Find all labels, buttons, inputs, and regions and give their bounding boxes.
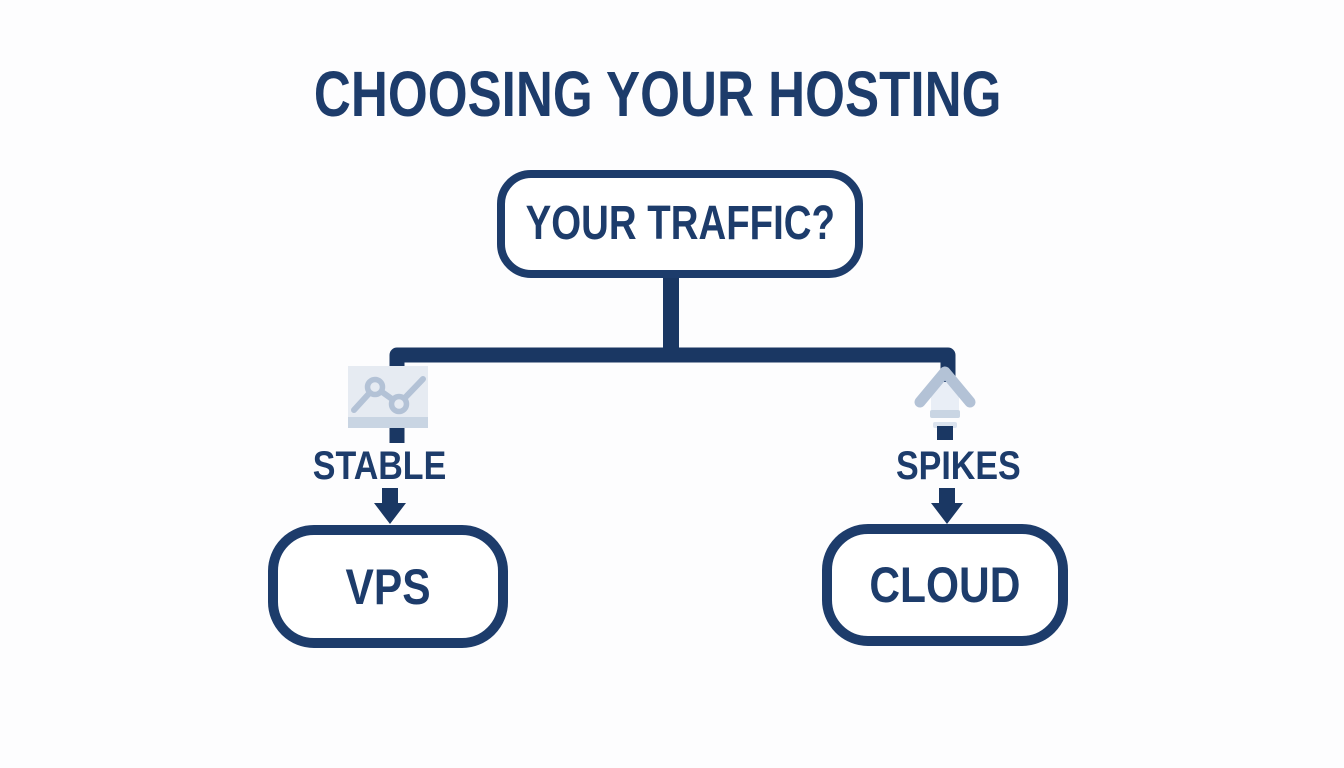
page-title-text: CHOOSING YOUR HOSTING [314,58,1002,130]
spike-arrow-bar [930,410,960,418]
branch-label-stable: STABLE [290,446,470,486]
arrow-down-icon [374,488,406,524]
decision-node-traffic: YOUR TRAFFIC? [497,170,863,278]
connector-branches [389,347,956,443]
branch-label-stable-text: STABLE [313,444,447,488]
result-node-vps-label: VPS [345,558,431,615]
line-chart-icon [348,366,428,428]
arrow-down-shape [374,488,406,524]
line-chart-base [348,417,428,428]
result-node-cloud: CLOUD [822,524,1068,646]
branch-label-spikes-text: SPIKES [895,444,1021,488]
result-node-vps: VPS [268,525,508,648]
branch-label-spikes: SPIKES [868,446,1048,486]
arrow-down-icon [931,488,963,524]
spike-arrow-icon [914,366,976,440]
line-chart-panel [348,366,428,417]
arrow-down-shape [931,488,963,524]
spike-arrow-stub [937,426,953,440]
decision-node-label: YOUR TRAFFIC? [525,197,835,250]
result-node-cloud-label: CLOUD [869,557,1021,613]
page-title: CHOOSING YOUR HOSTING [0,62,1316,126]
line-chart-dot [388,393,410,415]
line-chart-dot [364,376,386,398]
